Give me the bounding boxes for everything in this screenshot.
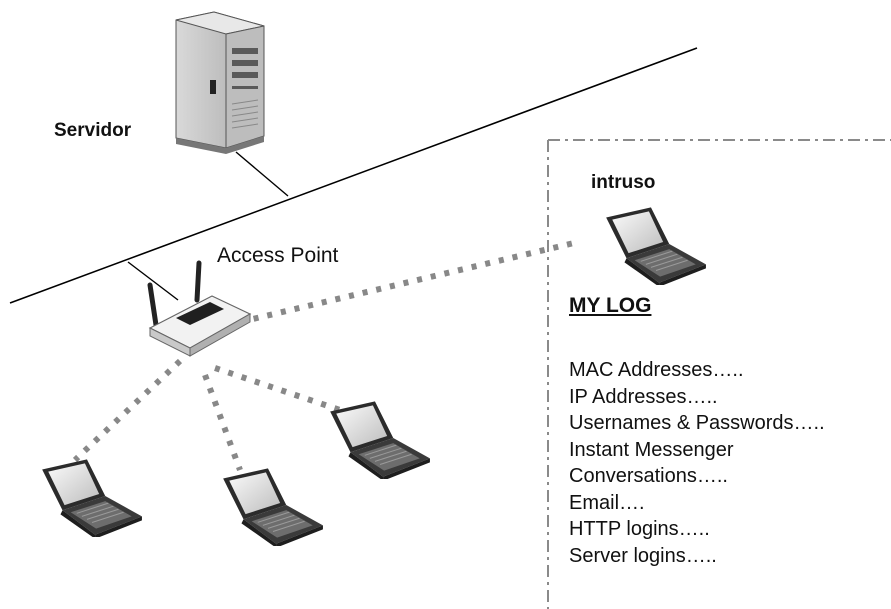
- intruder-laptop-icon: [605, 206, 707, 285]
- log-entry: Conversations…..: [569, 465, 728, 487]
- client-laptop-icon: [329, 400, 431, 479]
- wireless-links: [72, 240, 575, 472]
- access-point-label: Access Point: [217, 244, 339, 267]
- log-entry: Usernames & Passwords…..: [569, 412, 825, 434]
- intruder-label: intruso: [591, 172, 656, 193]
- log-list: MAC Addresses….. IP Addresses….. Usernam…: [569, 357, 825, 569]
- log-entry: Email….: [569, 491, 645, 514]
- server-label: Servidor: [54, 120, 132, 141]
- wireless-access-point-icon: [147, 260, 252, 357]
- client-laptop-icon: [41, 458, 143, 537]
- log-entry: Instant Messenger: [569, 438, 734, 461]
- log-entry: IP Addresses…..: [569, 385, 718, 408]
- log-entry: MAC Addresses…..: [569, 359, 744, 381]
- backbone-line: [9, 47, 698, 304]
- server-tower-icon: [175, 11, 265, 154]
- server-link: [235, 151, 289, 197]
- client-laptop-icon: [222, 467, 324, 546]
- log-entry: HTTP logins…..: [569, 518, 710, 540]
- ap-link: [127, 261, 179, 301]
- log-title: MY LOG: [569, 294, 652, 317]
- log-entry: Server logins…..: [569, 544, 717, 567]
- intruder-boundary: [547, 139, 891, 609]
